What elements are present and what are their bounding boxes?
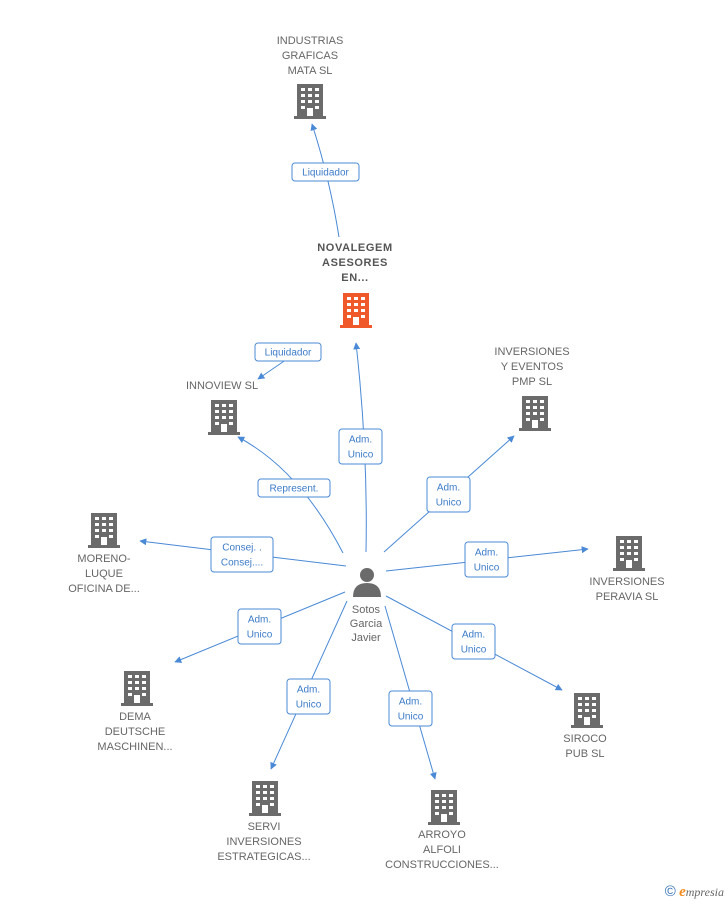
company-node-servi[interactable]: SERVI INVERSIONES ESTRATEGICAS... bbox=[217, 781, 311, 863]
edge-e-adm-dema: Adm. Unico bbox=[174, 591, 346, 663]
edge-label-box[interactable] bbox=[257, 478, 331, 498]
edge-label-box[interactable] bbox=[451, 623, 496, 660]
edge-label: Adm. bbox=[297, 685, 320, 696]
building-icon bbox=[88, 513, 120, 548]
company-node-siroco[interactable]: SIROCO PUB SL bbox=[563, 693, 607, 760]
edge-label: Adm. bbox=[399, 697, 422, 708]
edge-e-adm-siroco: Adm. Unico bbox=[385, 595, 563, 691]
company-label: PMP SL bbox=[512, 376, 552, 388]
building-icon bbox=[571, 693, 603, 728]
company-label: ESTRATEGICAS... bbox=[217, 851, 310, 863]
company-label: MATA SL bbox=[288, 65, 333, 77]
company-label: ALFOLI bbox=[423, 844, 461, 856]
person-icon bbox=[353, 568, 381, 597]
edge-label: Unico bbox=[348, 450, 374, 461]
company-label: CONSTRUCCIONES... bbox=[385, 859, 499, 871]
building-icon bbox=[519, 396, 551, 431]
company-label: NOVALEGEM bbox=[317, 242, 392, 254]
edge-label-box[interactable] bbox=[286, 678, 331, 715]
company-label: PERAVIA SL bbox=[596, 591, 659, 603]
company-label: MORENO- bbox=[77, 553, 131, 565]
edge-label: Liquidador bbox=[265, 348, 312, 359]
edge-e-liq-industrias: Liquidador bbox=[291, 123, 360, 238]
person-label: Garcia bbox=[350, 618, 383, 630]
brand-logo: © empresia bbox=[665, 883, 724, 901]
edge-label: Adm. bbox=[349, 435, 372, 446]
company-label: OFICINA DE... bbox=[68, 583, 140, 595]
brand-name: mpresia bbox=[685, 885, 724, 899]
company-label: SERVI bbox=[248, 821, 281, 833]
building-icon bbox=[249, 781, 281, 816]
copyright-icon: © bbox=[664, 883, 676, 900]
edge-label: Unico bbox=[296, 700, 322, 711]
company-node-inversiones_eventos[interactable]: INVERSIONES Y EVENTOS PMP SL bbox=[494, 346, 570, 431]
person-label: Sotos bbox=[352, 604, 381, 616]
edge-label-box[interactable] bbox=[338, 428, 383, 465]
company-label: INDUSTRIAS bbox=[277, 35, 344, 47]
building-icon bbox=[121, 671, 153, 706]
edges-layer: LiquidadorLiquidadorAdm.UnicoRepresent.A… bbox=[139, 123, 589, 780]
edge-e-adm-servi: Adm. Unico bbox=[270, 600, 348, 770]
edge-label-box[interactable] bbox=[291, 162, 360, 182]
company-label: INVERSIONES bbox=[589, 576, 664, 588]
edge-e-adm-novalegem: Adm. Unico bbox=[338, 342, 383, 553]
edge-label: Represent. bbox=[270, 484, 319, 495]
edge-e-adm-arroyo: Adm. Unico bbox=[384, 605, 437, 780]
edge-label: Adm. bbox=[475, 548, 498, 559]
company-label: LUQUE bbox=[85, 568, 123, 580]
company-label: DEMA bbox=[119, 711, 151, 723]
edge-label: Adm. bbox=[462, 630, 485, 641]
edge-label: Consej.... bbox=[221, 558, 263, 569]
edge-e-liq-innoview: Liquidador bbox=[254, 342, 322, 380]
building-icon bbox=[613, 536, 645, 571]
company-label: GRAFICAS bbox=[282, 50, 338, 62]
edge-label-box[interactable] bbox=[237, 608, 282, 645]
edge-e-adm-eventos: Adm. Unico bbox=[383, 435, 515, 553]
company-node-arroyo[interactable]: ARROYO ALFOLI CONSTRUCCIONES... bbox=[385, 790, 499, 871]
company-node-moreno[interactable]: MORENO- LUQUE OFICINA DE... bbox=[68, 513, 140, 595]
edge-label-box[interactable] bbox=[210, 536, 274, 573]
edge-label: Consej. . bbox=[222, 543, 261, 554]
edge-label: Unico bbox=[461, 645, 487, 656]
company-node-innoview[interactable]: INNOVIEW SL bbox=[186, 380, 258, 435]
company-node-novalegem[interactable]: NOVALEGEM ASESORES EN... bbox=[317, 242, 392, 328]
company-label: DEUTSCHE bbox=[105, 726, 166, 738]
company-label: SIROCO bbox=[563, 733, 607, 745]
edge-label-box[interactable] bbox=[426, 476, 471, 513]
company-label: INNOVIEW SL bbox=[186, 380, 258, 392]
edge-label: Adm. bbox=[248, 615, 271, 626]
company-label: Y EVENTOS bbox=[501, 361, 564, 373]
company-label: INVERSIONES bbox=[226, 836, 301, 848]
edge-label-box[interactable] bbox=[388, 690, 433, 727]
company-label: ASESORES bbox=[322, 257, 388, 269]
building-icon bbox=[340, 293, 372, 328]
company-node-industrias[interactable]: INDUSTRIAS GRAFICAS MATA SL bbox=[277, 35, 344, 119]
building-icon bbox=[294, 84, 326, 119]
edge-label: Unico bbox=[398, 712, 424, 723]
edge-label: Unico bbox=[436, 498, 462, 509]
brand-initial: e bbox=[679, 884, 686, 900]
edge-e-adm-peravia: Adm. Unico bbox=[385, 541, 589, 578]
person-label: Javier bbox=[351, 632, 381, 644]
edge-label: Adm. bbox=[437, 483, 460, 494]
edge-e-rep-innoview: Represent. bbox=[237, 436, 344, 554]
edge-label: Liquidador bbox=[302, 168, 349, 179]
edge-label-box[interactable] bbox=[464, 541, 509, 578]
company-label: MASCHINEN... bbox=[97, 741, 172, 753]
company-node-peravia[interactable]: INVERSIONES PERAVIA SL bbox=[589, 536, 665, 603]
company-label: PUB SL bbox=[565, 748, 604, 760]
building-icon bbox=[428, 790, 460, 825]
edge-label-box[interactable] bbox=[254, 342, 322, 362]
company-node-dema[interactable]: DEMA DEUTSCHE MASCHINEN... bbox=[97, 671, 173, 753]
edge-label: Unico bbox=[247, 630, 273, 641]
nodes-layer: INDUSTRIAS GRAFICAS MATA SL NOVALEGEM ASESOR… bbox=[68, 35, 664, 871]
building-icon bbox=[208, 400, 240, 435]
edge-label: Unico bbox=[474, 563, 500, 574]
company-label: ARROYO bbox=[418, 829, 466, 841]
company-label: EN... bbox=[341, 272, 368, 284]
company-label: INVERSIONES bbox=[494, 346, 569, 358]
edge-e-consej-moreno: Consej. . Consej.... bbox=[139, 536, 347, 573]
